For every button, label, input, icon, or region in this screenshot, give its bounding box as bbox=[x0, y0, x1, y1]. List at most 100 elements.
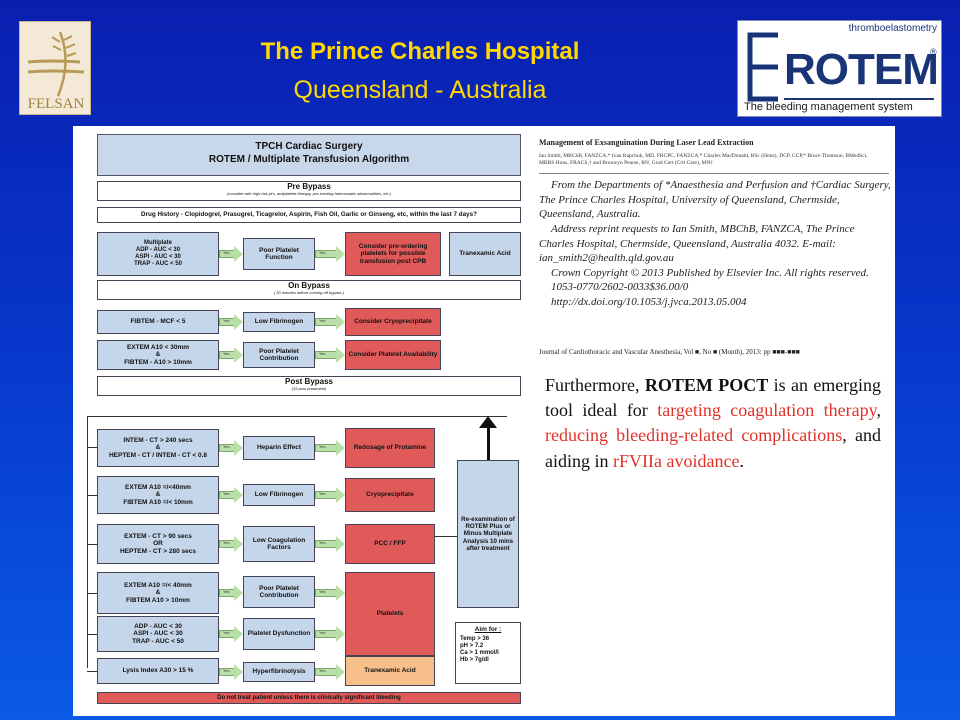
yes-arrow-icon: Yes bbox=[219, 487, 243, 503]
multiplate-box-2: ADP - AUC < 30 ASPI - AUC < 30 TRAP - AU… bbox=[97, 616, 219, 652]
connector-row3 bbox=[87, 544, 97, 545]
paper-issn: 1053-0770/2602-0033$36.00/0 bbox=[551, 281, 689, 294]
pre-bypass-note: (consider with high risk pt's, antiplate… bbox=[226, 191, 392, 196]
post-bypass-bar: Post Bypass (15 post protamine) bbox=[97, 376, 521, 396]
yes-arrow-icon: Yes bbox=[315, 440, 345, 456]
paper-copyright: Crown Copyright © 2013 Published by Else… bbox=[551, 266, 869, 279]
rotem-logo-tagline: The bleeding management system bbox=[744, 101, 913, 113]
rotem-logo-rule bbox=[784, 98, 934, 100]
on-bypass-label: On Bypass bbox=[288, 281, 330, 290]
post-bypass-note: (15 post protamine) bbox=[291, 386, 327, 391]
low-coagulation-box: Low Coagulation Factors bbox=[243, 526, 315, 562]
quote-text: is an emerging tool ideal for bbox=[545, 375, 881, 421]
yes-arrow-icon: Yes bbox=[219, 664, 243, 680]
felsan-text: FELSAN bbox=[27, 96, 85, 112]
poor-platelet-contribution-box: Poor Platelet Contribution bbox=[243, 342, 315, 368]
yes-arrow-icon: Yes bbox=[315, 664, 345, 680]
tranexamic-acid-2-box: Tranexamic Acid bbox=[345, 656, 435, 686]
poor-platelet-contribution-2-box: Poor Platelet Contribution bbox=[243, 576, 315, 608]
platelets-box: Platelets bbox=[345, 572, 435, 656]
consider-cryo-box: Consider Cryoprecipitate bbox=[345, 308, 441, 336]
up-arrow-icon bbox=[479, 416, 497, 428]
algorithm-title-line2: ROTEM / Multiplate Transfusion Algorithm bbox=[208, 153, 410, 165]
connector-row5 bbox=[87, 634, 97, 635]
paper-doi: http://dx.doi.org/10.1053/j.jvca.2013.05… bbox=[551, 296, 747, 308]
yes-arrow-icon: Yes bbox=[219, 536, 243, 552]
on-bypass-note: ( 30 minutes before coming off bypass ) bbox=[273, 290, 345, 295]
tranexamic-acid-box: Tranexamic Acid bbox=[449, 232, 521, 276]
connector-row2 bbox=[87, 495, 97, 496]
page-title: The Prince Charles Hospital bbox=[260, 38, 580, 65]
yes-arrow-icon: Yes bbox=[219, 314, 243, 330]
drug-history-box: Drug History - Clopidogrel, Prasugrel, T… bbox=[97, 207, 521, 223]
rotem-logo-word: ROTEM bbox=[784, 45, 939, 94]
aim-for-box: Aim for : Temp > 36 pH > 7.2 Ca > 1 mmol… bbox=[455, 622, 521, 684]
poor-platelet-function-box: Poor Platelet Function bbox=[243, 238, 315, 270]
fibtem-mcf-box: FIBTEM - MCF < 5 bbox=[97, 310, 219, 334]
lysis-index-box: Lysis Index A30 > 15 % bbox=[97, 658, 219, 684]
quote-highlight: targeting coagulation therapy bbox=[657, 400, 877, 421]
hyperfibrinolysis-box: Hyperfibrinolysis bbox=[243, 662, 315, 682]
quote-highlight: reducing bleeding-related complications bbox=[545, 425, 843, 446]
wheat-logo-icon bbox=[27, 31, 85, 97]
rotem-logo: thromboelastometry ROTEM ® The bleeding … bbox=[737, 20, 942, 117]
heparin-effect-box: Heparin Effect bbox=[243, 436, 315, 460]
extem-ct-box: EXTEM - CT > 90 secs OR HEPTEM - CT > 28… bbox=[97, 524, 219, 564]
quote-paragraph: Furthermore, ROTEM POCT is an emerging t… bbox=[545, 373, 881, 474]
aim-for-item: Temp > 36 bbox=[460, 636, 490, 643]
paper-affiliation-block: From the Departments of *Anaesthesia and… bbox=[539, 178, 891, 310]
cryoprecipitate-box: Cryoprecipitate bbox=[345, 478, 435, 512]
aim-for-item: Hb > 7g/dl bbox=[460, 657, 489, 664]
yes-arrow-icon: Yes bbox=[219, 585, 243, 601]
quote-text: Furthermore, bbox=[545, 375, 645, 395]
yes-arrow-icon: Yes bbox=[219, 246, 243, 262]
connector-to-reexam bbox=[435, 536, 457, 537]
algorithm-title-line1: TPCH Cardiac Surgery bbox=[255, 141, 363, 152]
extem-a10-box-2: EXTEM A10 =/< 40mm & FIBTEM A10 > 10mm bbox=[97, 572, 219, 614]
quote-highlight: rFVIIa avoidance bbox=[613, 450, 740, 471]
rotem-bracket-icon bbox=[747, 32, 778, 102]
paper-journal: Journal of Cardiothoracic and Vascular A… bbox=[539, 348, 800, 356]
redosage-protamine-box: Redosage of Protamine bbox=[345, 428, 435, 468]
yes-arrow-icon: Yes bbox=[315, 246, 345, 262]
post-bypass-label: Post Bypass bbox=[284, 377, 334, 386]
paper-affiliation: From the Departments of *Anaesthesia and… bbox=[539, 179, 891, 221]
quote-text: , and aiding in bbox=[545, 425, 881, 471]
aim-for-item: Ca > 1 mmol/l bbox=[460, 650, 499, 657]
content-panel: TPCH Cardiac Surgery ROTEM / Multiplate … bbox=[73, 126, 895, 716]
connector-top bbox=[87, 416, 507, 417]
paper-rule bbox=[539, 173, 889, 174]
paper-authors: Ian Smith, MBChB, FANZCA,* Ivan Rapchuk,… bbox=[539, 153, 868, 167]
connector-left-main bbox=[87, 416, 88, 668]
reexamination-box: Re-examination of ROTEM Plus or Minus Mu… bbox=[457, 460, 519, 608]
bottom-warning-bar: Do not treat patient unless there is cli… bbox=[97, 692, 521, 704]
pre-bypass-label: Pre Bypass bbox=[287, 182, 331, 191]
paper-address: Address reprint requests to Ian Smith, M… bbox=[539, 222, 855, 265]
low-fibrinogen-2-box: Low Fibrinogen bbox=[243, 484, 315, 506]
quote-text: . bbox=[739, 450, 744, 471]
connector-up-arrow-shaft bbox=[487, 426, 490, 460]
quote-text: , bbox=[876, 400, 881, 421]
rotem-logo-top-text: thromboelastometry bbox=[848, 23, 937, 34]
preorder-platelets-box: Consider pre-ordering platelets for poss… bbox=[345, 232, 441, 276]
algorithm-title: TPCH Cardiac Surgery ROTEM / Multiplate … bbox=[97, 134, 521, 176]
connector-row4 bbox=[87, 593, 97, 594]
connector-row6 bbox=[87, 671, 97, 672]
extem-a10-box: EXTEM A10 < 30mm & FIBTEM - A10 > 10mm bbox=[97, 340, 219, 370]
yes-arrow-icon: Yes bbox=[219, 440, 243, 456]
connector-row1 bbox=[87, 447, 97, 448]
yes-arrow-icon: Yes bbox=[315, 626, 345, 642]
felsan-logo: FELSAN bbox=[19, 21, 91, 115]
rotem-registered-mark: ® bbox=[930, 47, 937, 57]
platelet-dysfunction-box: Platelet Dysfunction bbox=[243, 618, 315, 650]
paper-title: Management of Exsanguination During Lase… bbox=[539, 138, 754, 147]
yes-arrow-icon: Yes bbox=[315, 536, 345, 552]
multiplate-box: Multiplate ADP - AUC < 30 ASPI - AUC < 3… bbox=[97, 232, 219, 276]
yes-arrow-icon: Yes bbox=[315, 585, 345, 601]
low-fibrinogen-box: Low Fibrinogen bbox=[243, 312, 315, 332]
consider-platelet-box: Consider Platelet Availability bbox=[345, 340, 441, 370]
yes-arrow-icon: Yes bbox=[219, 347, 243, 363]
quote-bold: ROTEM POCT bbox=[644, 375, 769, 395]
extem-fibtem-box: EXTEM A10 =/<40mm & FIBTEM A10 =/< 10mm bbox=[97, 476, 219, 514]
on-bypass-bar: On Bypass ( 30 minutes before coming off… bbox=[97, 280, 521, 300]
